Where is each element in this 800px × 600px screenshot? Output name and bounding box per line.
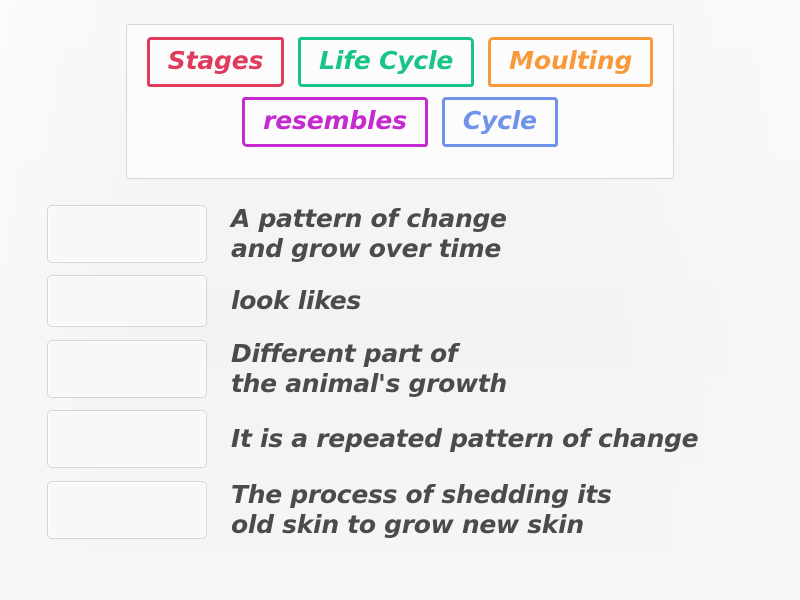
answer-row: The process of shedding its old skin to … xyxy=(47,480,767,539)
definition-text-4: It is a repeated pattern of change xyxy=(231,424,699,454)
drop-zone-4[interactable] xyxy=(47,410,207,468)
word-tile-stages[interactable]: Stages xyxy=(146,37,285,87)
drop-zone-2[interactable] xyxy=(47,275,207,327)
answer-row: look likes xyxy=(47,275,767,327)
definition-text-3: Different part of the animal's growth xyxy=(231,339,507,398)
word-bank-panel: Stages Life Cycle Moulting resembles Cyc… xyxy=(126,24,674,179)
word-bank-row-2: resembles Cycle xyxy=(137,97,663,147)
definition-text-2: look likes xyxy=(231,286,361,316)
answer-row: A pattern of change and grow over time xyxy=(47,204,767,263)
word-tile-life-cycle[interactable]: Life Cycle xyxy=(298,37,475,87)
answer-row: It is a repeated pattern of change xyxy=(47,410,767,468)
drop-zone-5[interactable] xyxy=(47,480,207,539)
definition-text-1: A pattern of change and grow over time xyxy=(231,204,507,263)
word-tile-moulting[interactable]: Moulting xyxy=(488,37,654,87)
word-bank-row-1: Stages Life Cycle Moulting xyxy=(137,37,663,87)
drop-zone-3[interactable] xyxy=(47,339,207,398)
definition-text-5: The process of shedding its old skin to … xyxy=(231,480,612,539)
answer-row: Different part of the animal's growth xyxy=(47,339,767,398)
answer-rows: A pattern of change and grow over time l… xyxy=(47,204,767,551)
drop-zone-1[interactable] xyxy=(47,204,207,263)
word-tile-cycle[interactable]: Cycle xyxy=(441,97,558,147)
word-tile-resembles[interactable]: resembles xyxy=(242,97,428,147)
